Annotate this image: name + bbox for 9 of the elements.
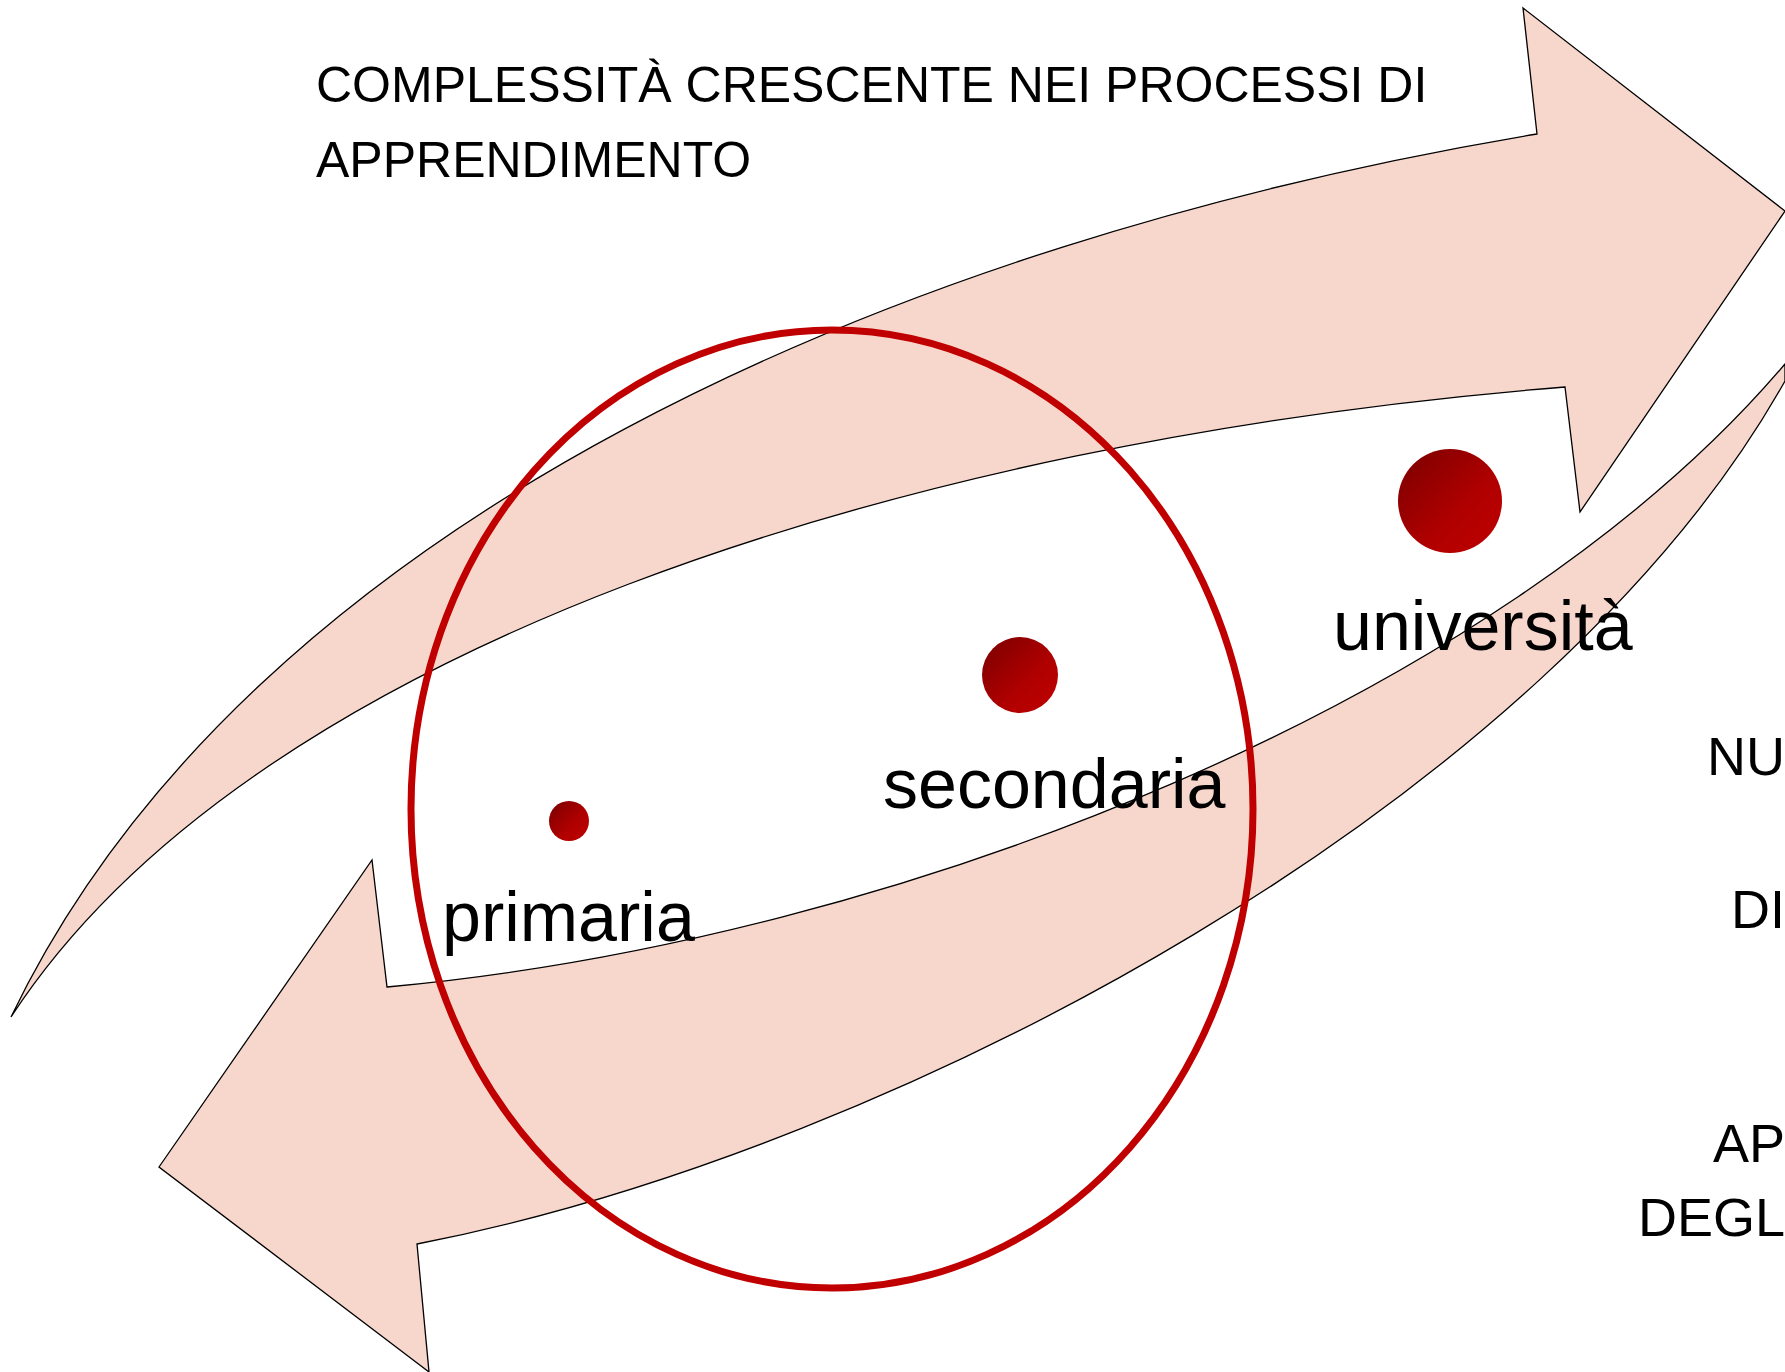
dot-marker	[549, 801, 589, 841]
dot-marker	[982, 637, 1058, 713]
side-text: DI	[1731, 880, 1785, 940]
side-text: AP	[1712, 1114, 1785, 1174]
side-text: NU	[1707, 727, 1785, 787]
title: COMPLESSITÀ CRESCENTE NEI PROCESSI DI APPRENDIMENTO	[316, 56, 1429, 190]
side-text: DEGL	[1637, 1188, 1785, 1248]
level-label: primaria	[442, 879, 695, 956]
dot-marker	[1398, 449, 1502, 553]
